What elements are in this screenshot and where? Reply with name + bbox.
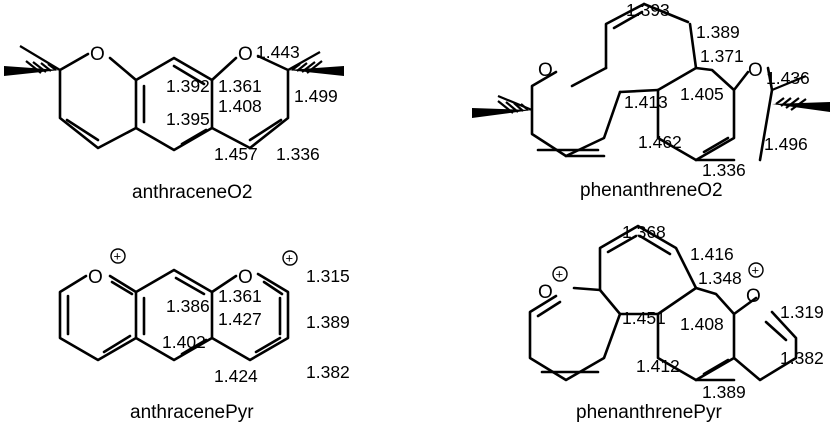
phenanthrenePyr-bond-label: 1.416 xyxy=(690,244,734,264)
phenanthrenePyr-bond-label: 1.319 xyxy=(780,302,824,322)
phenanthreneO2-bonds xyxy=(497,2,807,162)
anthraceneO2-oxygen-right: O xyxy=(238,44,253,65)
molecule-phenanthreneO2: O O 1.393 1.389 1.371 1.436 1.413 1.405 … xyxy=(472,0,830,201)
anthraceneO2-solid-wedges xyxy=(4,66,344,76)
anthraceneO2-bond-label: 1.408 xyxy=(218,96,262,116)
phenanthrenePyr-bond-label: 1.412 xyxy=(636,356,680,376)
anthraceneO2-bond-label: 1.457 xyxy=(214,144,258,164)
anthracenePyr-bond-label: 1.424 xyxy=(214,366,258,386)
anthraceneO2-bond-label: 1.336 xyxy=(276,144,320,164)
phenanthrenePyr-bond-label: 1.408 xyxy=(680,314,724,334)
anthracenePyr-bonds xyxy=(58,268,290,362)
phenanthreneO2-bond-label: 1.371 xyxy=(700,46,744,66)
phenanthreneO2-oxygen-right: O xyxy=(748,60,763,81)
anthraceneO2-bonds xyxy=(19,45,321,152)
phenanthrenePyr-charge-right-icon xyxy=(748,262,764,278)
molecule-phenanthrenePyr: O + O + 1.368 1.416 1.348 1.319 1.451 1.… xyxy=(528,222,824,423)
phenanthreneO2-bond-label: 1.496 xyxy=(764,134,808,154)
anthraceneO2-bond-label: 1.395 xyxy=(166,109,210,129)
phenanthrenePyr-bond-label: 1.382 xyxy=(780,348,824,368)
phenanthrenePyr-oxygen-right: O xyxy=(746,286,761,307)
phenanthreneO2-bond-label: 1.393 xyxy=(626,0,670,20)
anthraceneO2-hash-wedges xyxy=(25,60,323,74)
phenanthreneO2-bond-label: 1.436 xyxy=(766,68,810,88)
anthraceneO2-caption: anthraceneO2 xyxy=(132,182,252,203)
phenanthreneO2-bond-label: 1.336 xyxy=(702,160,746,180)
anthracenePyr-oxygen-left: O xyxy=(88,267,103,288)
anthracenePyr-bond-label: 1.386 xyxy=(166,296,210,316)
phenanthrenePyr-bonds xyxy=(528,224,798,382)
anthracenePyr-bond-label: 1.315 xyxy=(306,266,350,286)
phenanthreneO2-bond-label: 1.413 xyxy=(624,92,668,112)
phenanthrenePyr-charge-right: + xyxy=(752,263,760,278)
anthracenePyr-bond-label: 1.427 xyxy=(218,309,262,329)
anthraceneO2-bond-label: 1.392 xyxy=(166,76,210,96)
anthracenePyr-bond-label: 1.402 xyxy=(162,332,206,352)
anthracenePyr-charge-right: + xyxy=(286,251,294,266)
phenanthreneO2-bond-label: 1.405 xyxy=(680,84,724,104)
phenanthrenePyr-bond-label: 1.348 xyxy=(698,268,742,288)
anthraceneO2-bond-label: 1.443 xyxy=(256,42,300,62)
anthracenePyr-charge-left: + xyxy=(114,249,122,264)
anthraceneO2-bond-label: 1.361 xyxy=(218,76,262,96)
phenanthrenePyr-bond-label: 1.368 xyxy=(622,222,666,242)
phenanthreneO2-solid-wedges xyxy=(472,102,830,118)
molecule-anthracenePyr: O + O + 1.315 1.386 1.361 1.427 1.389 1.… xyxy=(58,248,350,423)
phenanthreneO2-caption: phenanthreneO2 xyxy=(580,180,723,201)
anthracenePyr-bond-label: 1.389 xyxy=(306,312,350,332)
anthracenePyr-charge-right-icon xyxy=(282,250,298,266)
anthracenePyr-caption: anthracenePyr xyxy=(130,402,254,423)
anthracenePyr-bond-label: 1.361 xyxy=(218,286,262,306)
phenanthrenePyr-oxygen-left: O xyxy=(538,282,553,303)
anthracenePyr-oxygen-right: O xyxy=(238,267,253,288)
phenanthreneO2-bond-label: 1.389 xyxy=(696,22,740,42)
phenanthreneO2-oxygen-left: O xyxy=(538,60,553,81)
phenanthreneO2-bond-label: 1.462 xyxy=(638,132,682,152)
phenanthrenePyr-caption: phenanthrenePyr xyxy=(576,402,722,423)
anthracenePyr-bond-label: 1.382 xyxy=(306,362,350,382)
phenanthrenePyr-bond-label: 1.389 xyxy=(702,382,746,402)
phenanthreneO2-hash-wedges xyxy=(497,97,807,114)
anthraceneO2-oxygen-left: O xyxy=(90,44,105,65)
anthracenePyr-charge-left-icon xyxy=(110,248,126,264)
molecule-anthraceneO2: O O 1.443 1.392 1.361 1.499 1.408 1.395 … xyxy=(4,42,344,203)
phenanthrenePyr-charge-left-icon xyxy=(552,266,568,282)
phenanthrenePyr-charge-left: + xyxy=(556,267,564,282)
phenanthrenePyr-bond-label: 1.451 xyxy=(622,308,666,328)
anthraceneO2-bond-label: 1.499 xyxy=(294,86,338,106)
